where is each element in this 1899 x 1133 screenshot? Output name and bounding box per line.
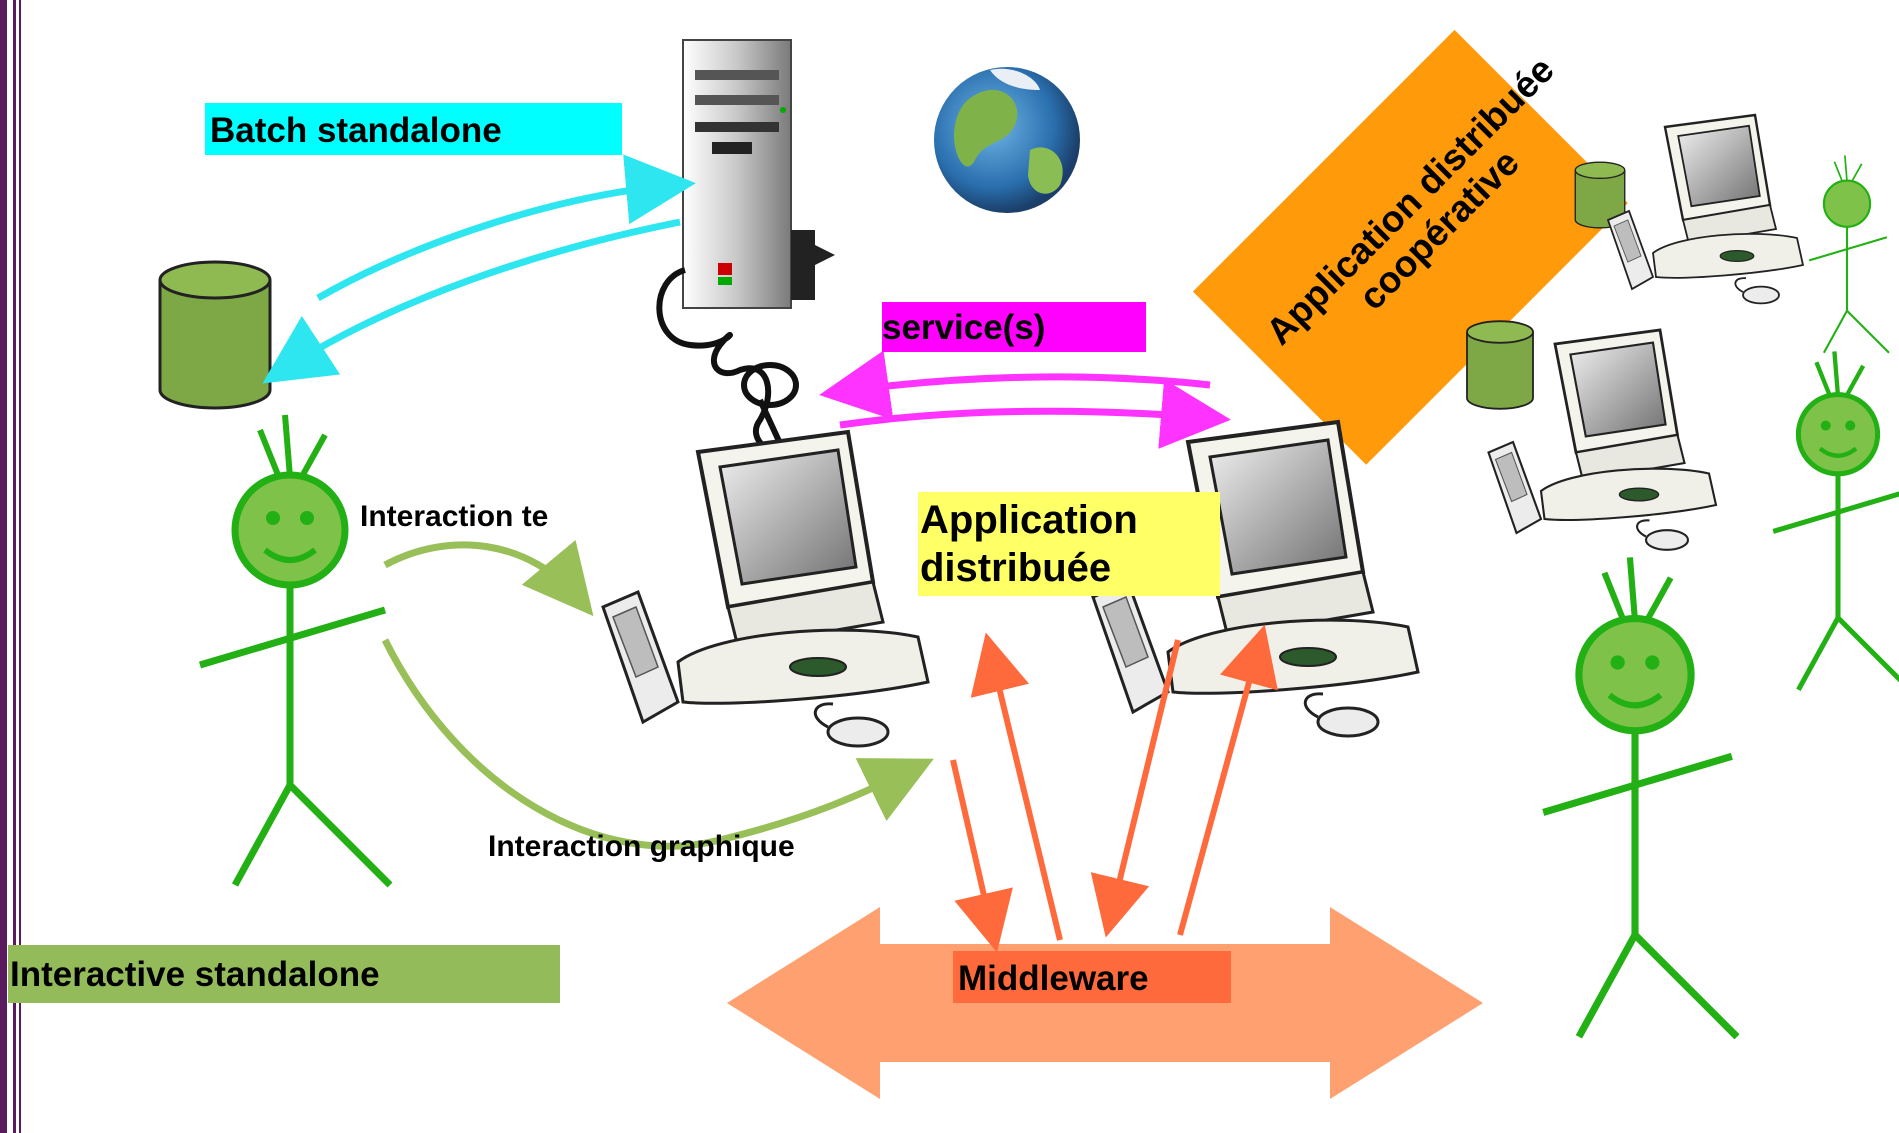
database-icon bbox=[158, 260, 272, 410]
batch-arrow-to-server bbox=[316, 154, 696, 302]
middleware-label: Middleware bbox=[958, 959, 1149, 998]
services-highlight bbox=[882, 302, 1146, 352]
database-icon bbox=[1466, 320, 1534, 410]
distributed-app-highlight bbox=[918, 492, 1220, 596]
services-label: service(s) bbox=[882, 308, 1046, 347]
middleware-link-arrow bbox=[1177, 624, 1278, 936]
interactive-standalone-highlight bbox=[8, 945, 560, 1003]
stick-figure-user-icon bbox=[1773, 351, 1899, 689]
computer-icon bbox=[1606, 113, 1805, 305]
middleware-highlight bbox=[953, 951, 1231, 1003]
left-border-inner bbox=[13, 0, 16, 1133]
distributed-app-label: Application distribuée bbox=[920, 496, 1138, 592]
distributed-app-line1: Application bbox=[920, 498, 1138, 542]
service-arrow-right bbox=[839, 379, 1231, 449]
batch-standalone-label: Batch standalone bbox=[210, 111, 502, 150]
middleware-link-arrow bbox=[950, 759, 1013, 953]
stick-figure-user-icon bbox=[200, 415, 390, 885]
graphic-interaction-arrow bbox=[381, 638, 934, 850]
graphic-interaction-label: Interaction graphique bbox=[488, 830, 795, 863]
stick-figure-user-icon bbox=[1808, 155, 1890, 354]
middleware-link-arrow bbox=[1090, 639, 1181, 938]
cooperative-app-banner bbox=[1192, 29, 1628, 465]
interactive-standalone-label: Interactive standalone bbox=[10, 955, 380, 994]
text-interaction-arrow bbox=[383, 539, 594, 617]
batch-standalone-highlight bbox=[205, 103, 622, 155]
middleware-arrow bbox=[727, 907, 1483, 1099]
server-tower-icon bbox=[656, 39, 835, 467]
computer-icon bbox=[601, 430, 930, 748]
globe-icon bbox=[934, 67, 1080, 213]
distributed-app-line2: distribuée bbox=[920, 546, 1112, 590]
batch-arrow-to-database bbox=[262, 218, 681, 384]
left-border bbox=[0, 0, 7, 1133]
left-border-thin bbox=[19, 0, 21, 1133]
text-interaction-label: Interaction te bbox=[360, 500, 549, 533]
service-arrow-left bbox=[819, 350, 1211, 420]
middleware-link-arrow bbox=[970, 632, 1063, 941]
stick-figure-user-icon bbox=[1543, 557, 1737, 1036]
